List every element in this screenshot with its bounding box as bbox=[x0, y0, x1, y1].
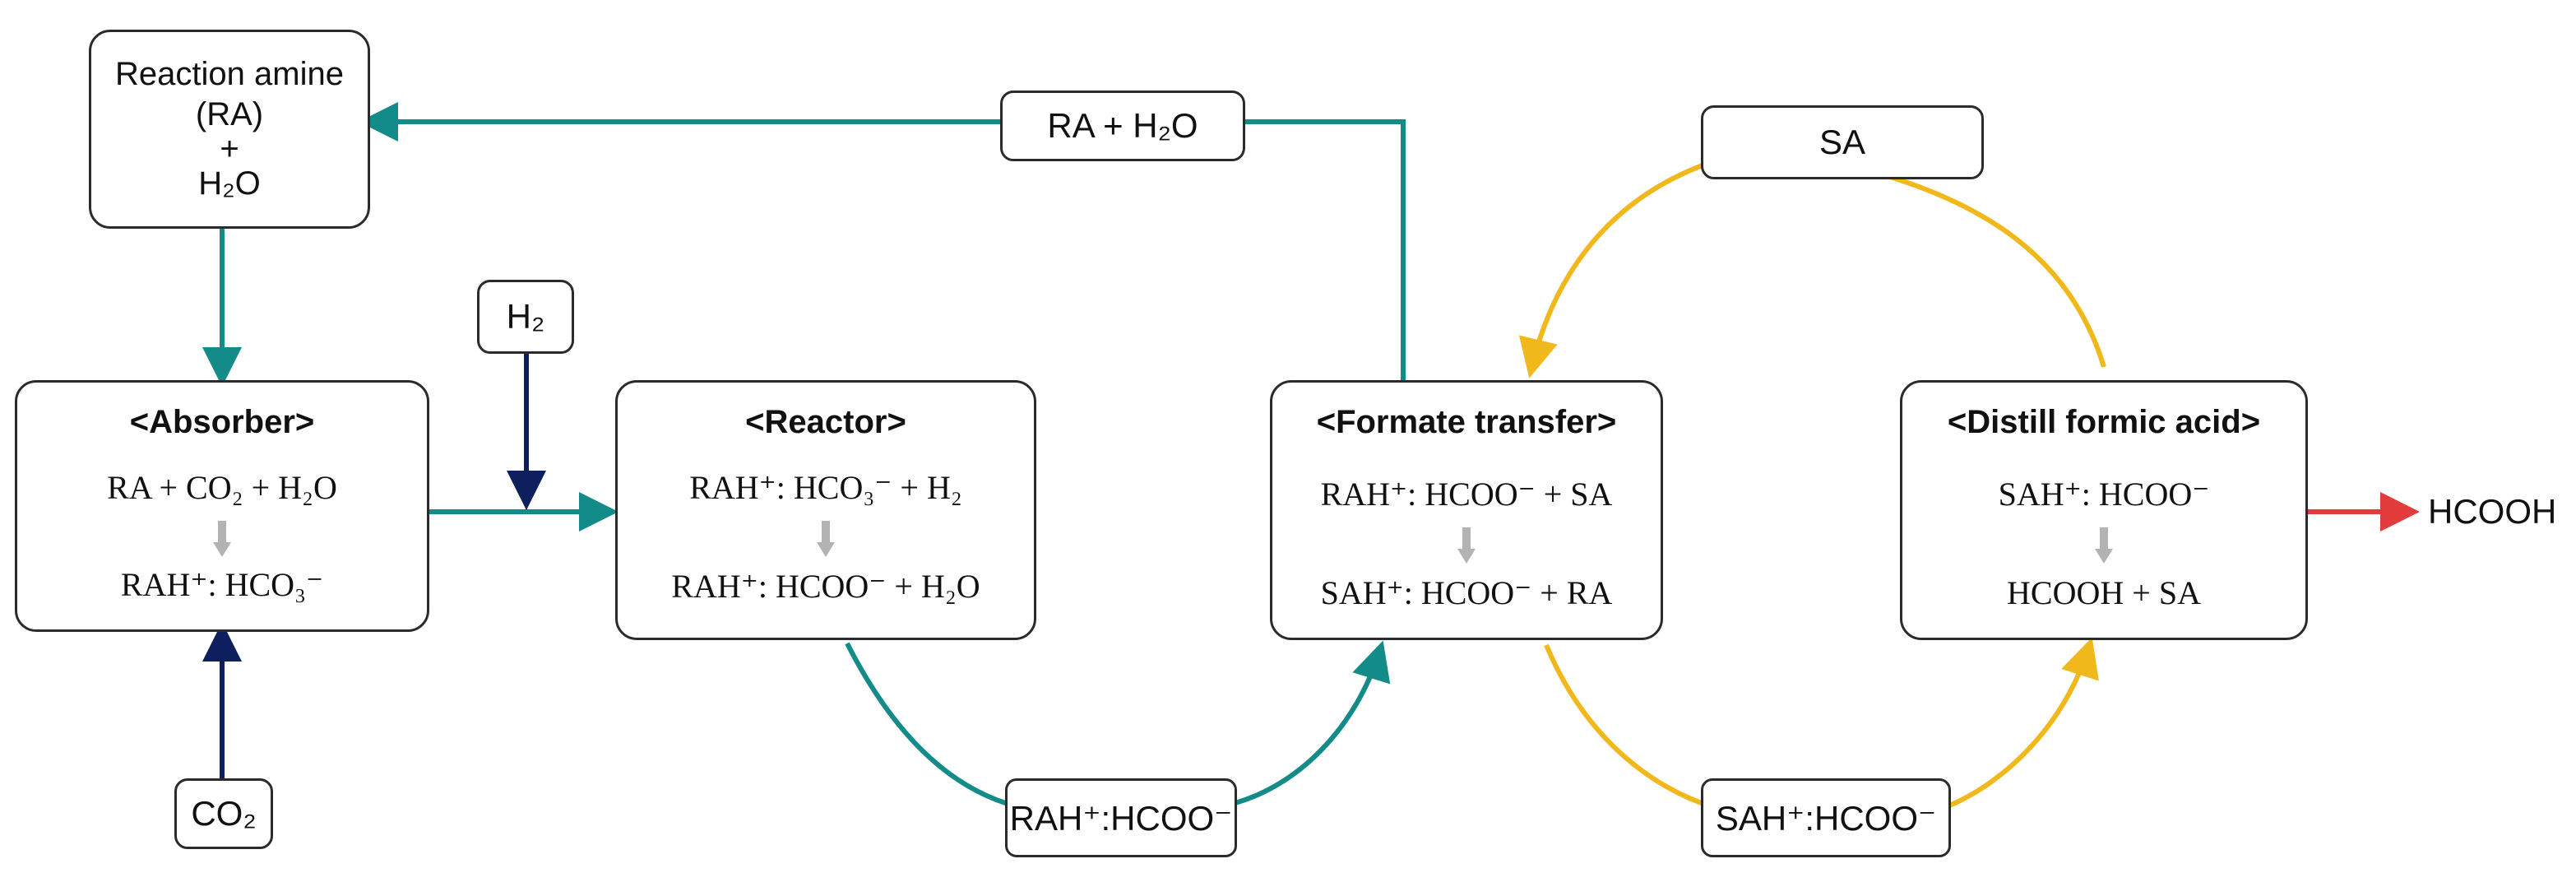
amine-line2: (RA) bbox=[195, 95, 264, 132]
rah-formate-box: RAH⁺:HCOO⁻ bbox=[1005, 778, 1237, 857]
distill-title: <Distill formic acid> bbox=[1947, 404, 2261, 440]
distill-box: <Distill formic acid> SAH⁺: HCOO⁻ HCOOH … bbox=[1900, 380, 2308, 640]
distill-to-sa-arc bbox=[1837, 160, 2106, 368]
sah-formate-label: SAH⁺:HCOO⁻ bbox=[1715, 798, 1937, 838]
reactor-box: <Reactor> RAH⁺: HCO₃⁻ + H₂ RAH⁺: HCOO⁻ +… bbox=[615, 380, 1036, 640]
sa-label: SA bbox=[1818, 123, 1866, 161]
formate-transfer-reaction-arrow bbox=[1457, 527, 1476, 564]
sah-formate-box: SAH⁺:HCOO⁻ bbox=[1701, 778, 1951, 857]
reactor-eq-out: RAH⁺: HCOO⁻ + H₂O bbox=[671, 568, 980, 605]
sah-to-distill-arrow bbox=[1946, 637, 2099, 809]
absorber-title: <Absorber> bbox=[129, 404, 315, 440]
absorber-eq-in: RA + CO₂ + H₂O bbox=[107, 469, 337, 506]
reactor-eq-in: RAH⁺: HCO₃⁻ + H₂ bbox=[689, 469, 962, 506]
absorber-eq-out: RAH⁺: HCO₃⁻ bbox=[120, 566, 324, 603]
co2-label-box: CO₂ bbox=[174, 778, 273, 849]
h2-label-box: H₂ bbox=[477, 280, 574, 354]
recycle-label-box: RA + H₂O bbox=[1000, 91, 1245, 161]
absorber-box: <Absorber> RA + CO₂ + H₂O RAH⁺: HCO₃⁻ bbox=[15, 380, 429, 632]
reactor-reaction-arrow bbox=[817, 521, 835, 557]
distill-eq-in: SAH⁺: HCOO⁻ bbox=[1998, 476, 2210, 513]
distill-eq-out: HCOOH + SA bbox=[2007, 574, 2201, 611]
reactor-title: <Reactor> bbox=[745, 404, 906, 440]
sa-label-box: SA bbox=[1701, 105, 1984, 179]
amine-h2o: H₂O bbox=[198, 165, 261, 202]
sa-to-transfer-arrow bbox=[1518, 160, 1711, 378]
reactor-to-transfer-arc bbox=[845, 642, 1017, 809]
reaction-amine-box: Reaction amine (RA) + H₂O bbox=[89, 30, 370, 229]
amine-plus: + bbox=[220, 131, 239, 168]
product-label: HCOOH bbox=[2428, 492, 2557, 531]
recycle-arrow bbox=[359, 102, 1406, 385]
distill-reaction-arrow bbox=[2095, 527, 2113, 564]
absorber-reaction-arrow bbox=[213, 521, 231, 557]
reactor-to-transfer-arrow bbox=[1221, 640, 1391, 809]
formate-transfer-eq-in: RAH⁺: HCOO⁻ + SA bbox=[1320, 476, 1613, 513]
formate-transfer-eq-out: SAH⁺: HCOO⁻ + RA bbox=[1320, 574, 1613, 611]
formate-transfer-title: <Formate transfer> bbox=[1316, 404, 1617, 440]
transfer-to-sah-arc bbox=[1544, 643, 1712, 809]
rah-formate-label: RAH⁺:HCOO⁻ bbox=[1009, 798, 1233, 838]
amine-line1: Reaction amine bbox=[115, 55, 344, 92]
recycle-label: RA + H₂O bbox=[1047, 106, 1198, 145]
formate-transfer-box: <Formate transfer> RAH⁺: HCOO⁻ + SA SAH⁺… bbox=[1270, 380, 1663, 640]
h2-label: H₂ bbox=[506, 297, 545, 336]
co2-label: CO₂ bbox=[191, 794, 257, 833]
